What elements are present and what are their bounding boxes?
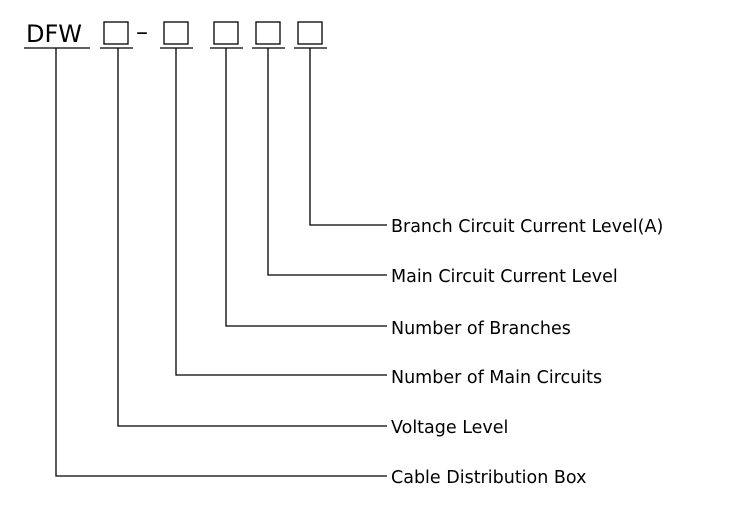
leader-branches [225,48,387,327]
leader-branch-current [309,48,387,226]
slot-main-circuits [163,21,189,45]
model-prefix: DFW [26,20,82,48]
label-number-of-main-circuits: Number of Main Circuits [391,368,602,388]
label-branch-circuit-current-level: Branch Circuit Current Level(A) [391,217,663,237]
label-number-of-branches: Number of Branches [391,319,571,339]
slot-main-current [255,21,281,45]
label-main-circuit-current-level: Main Circuit Current Level [391,267,618,287]
slot-voltage-level [103,21,129,45]
slot-branches [213,21,239,45]
leader-main-circuits [175,48,387,376]
label-cable-distribution-box: Cable Distribution Box [391,468,586,488]
leader-cable-distribution-box [55,48,387,477]
slot-branch-current [297,21,323,45]
leader-voltage-level [117,48,387,427]
label-voltage-level: Voltage Level [391,418,508,438]
code-separator: – [136,18,148,46]
leader-main-current [267,48,387,276]
